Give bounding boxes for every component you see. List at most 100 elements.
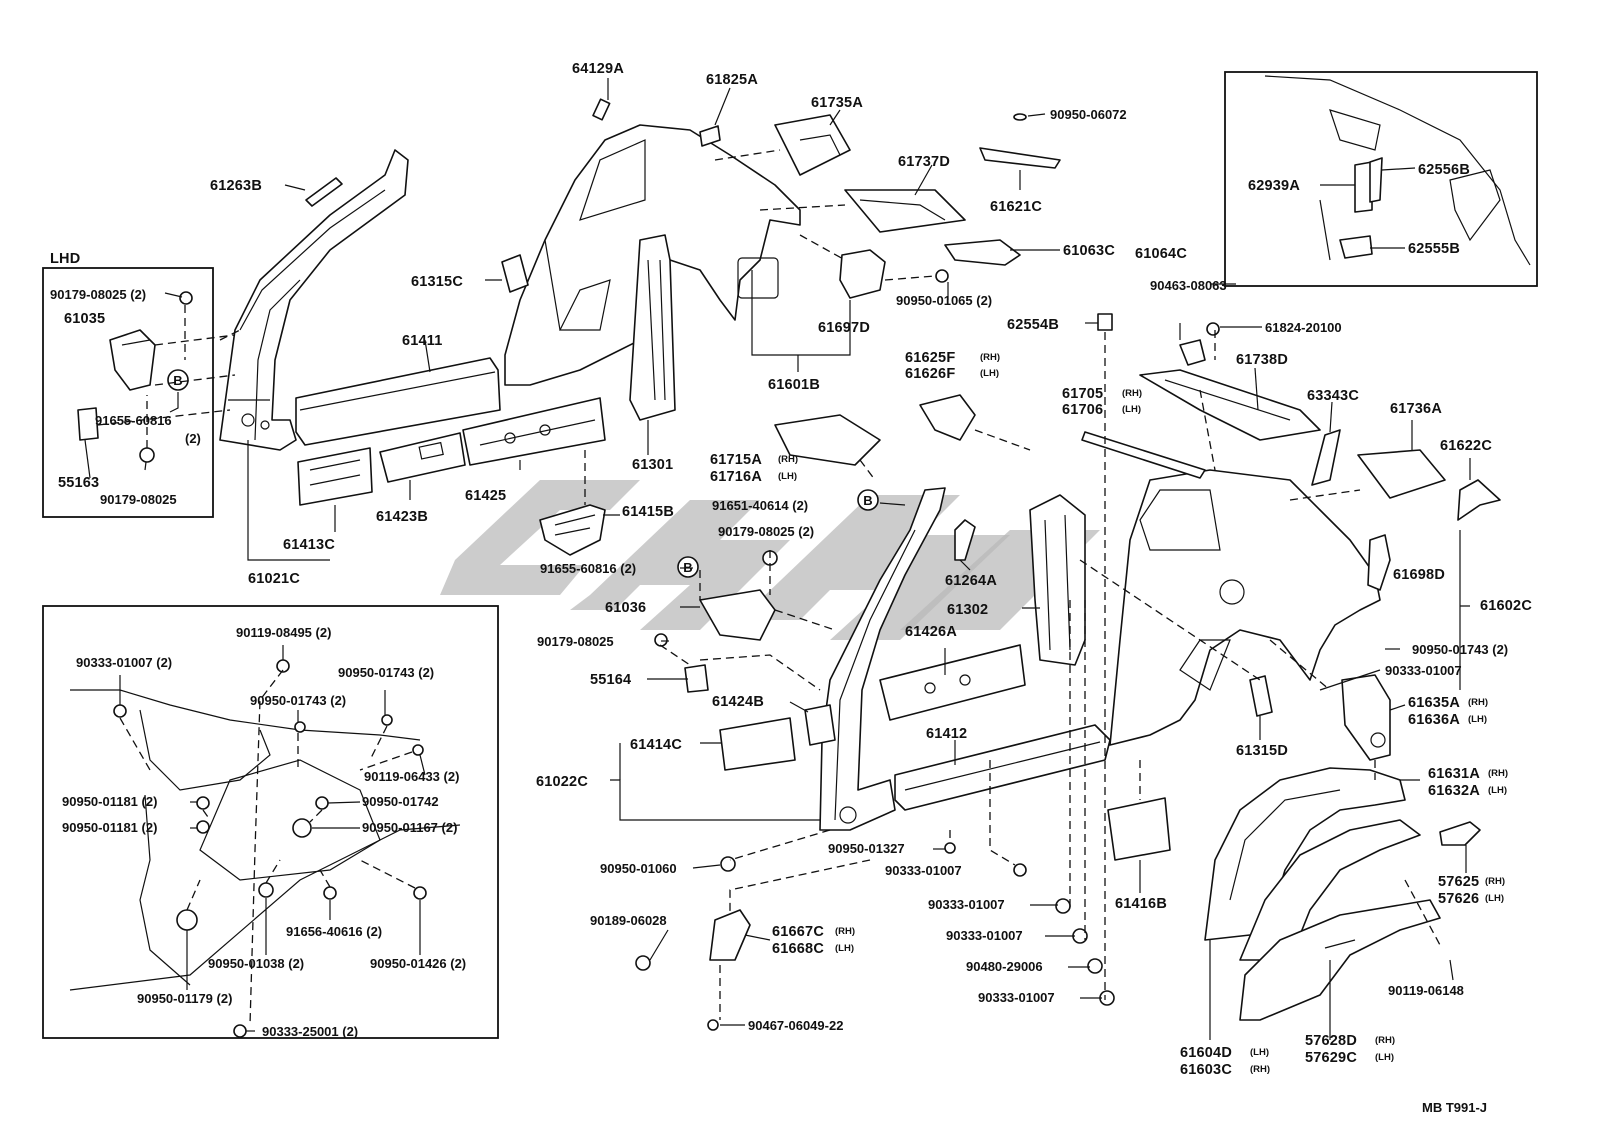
label-61716a: 61716A — [710, 469, 762, 485]
part-61825a — [699, 125, 721, 147]
label-61825a: 61825A — [706, 72, 758, 88]
label-90179-08025-2: 90179-08025 (2) — [50, 287, 146, 302]
label-90333-01007b: 90333-01007 — [928, 897, 1005, 912]
bracket-61423b — [379, 432, 466, 483]
label-61715a: 61715A — [710, 452, 762, 468]
part-61737d — [844, 189, 966, 233]
part-61622c — [1457, 479, 1501, 521]
label-61668c: 61668C — [772, 941, 824, 957]
label-lhd: LHD — [50, 251, 80, 267]
rear-quarter-panel-61602c — [1109, 469, 1381, 746]
bracket-61424b — [804, 704, 836, 746]
detail-inset-box — [42, 605, 499, 1039]
part-61625f — [919, 394, 976, 441]
label-61022c: 61022C — [536, 774, 588, 790]
tag-lh-61636a: (LH) — [1468, 714, 1487, 725]
label-61603c: 61603C — [1180, 1062, 1232, 1078]
label-in-90950-01038: 90950-01038 (2) — [208, 956, 304, 971]
bracket-61667c — [709, 909, 751, 961]
label-55164: 55164 — [590, 672, 631, 688]
tag-lh-61716a: (LH) — [778, 471, 797, 482]
label-61635a: 61635A — [1408, 695, 1460, 711]
label-61426a: 61426A — [905, 624, 957, 640]
label-61415b: 61415B — [622, 504, 674, 520]
label-55163: 55163 — [58, 475, 99, 491]
panel-61426a — [879, 644, 1026, 721]
label-61264a: 61264A — [945, 573, 997, 589]
part-61064c — [1179, 322, 1220, 366]
label-90463-08063: 90463-08063 — [1150, 278, 1227, 293]
label-90189-06028: 90189-06028 — [590, 913, 667, 928]
label-61035: 61035 — [64, 311, 105, 327]
label-62554b: 62554B — [1007, 317, 1059, 333]
part-61715a — [774, 414, 881, 466]
label-61736a: 61736A — [1390, 401, 1442, 417]
tag-rh-61631a: (RH) — [1488, 768, 1508, 779]
part-61736a — [1357, 449, 1446, 499]
label-90950-06072: 90950-06072 — [1050, 107, 1127, 122]
wheelhouse-61604d — [1239, 819, 1421, 961]
part-63343c — [1311, 429, 1341, 486]
label-61425: 61425 — [465, 488, 506, 504]
part-61063c — [944, 239, 1021, 266]
label-61706: 61706 — [1062, 402, 1103, 418]
label-91655-60816-2b: 91655-60816 (2) — [540, 561, 636, 576]
label-90467-06049-22: 90467-06049-22 — [748, 1018, 843, 1033]
label-61424b: 61424B — [712, 694, 764, 710]
tag-lh-61626f: (LH) — [980, 368, 999, 379]
label-91655-60816-qty: (2) — [185, 431, 201, 446]
part-61621c — [979, 113, 1061, 169]
label-91655-60816: 91655-60816 — [95, 413, 172, 428]
label-61302: 61302 — [947, 602, 988, 618]
label-61626f: 61626F — [905, 366, 955, 382]
label-in-91656-40616: 91656-40616 (2) — [286, 924, 382, 939]
panel-61425 — [462, 397, 606, 466]
label-61622c: 61622C — [1440, 438, 1492, 454]
part-61264a — [954, 519, 976, 561]
label-90179-08025-2b: 90179-08025 (2) — [718, 524, 814, 539]
part-61315d — [1249, 675, 1273, 717]
tag-lh-57629c: (LH) — [1375, 1052, 1394, 1063]
label-57629c: 57629C — [1305, 1050, 1357, 1066]
label-in-90950-01743b: 90950-01743 (2) — [250, 693, 346, 708]
gusset-61416b — [1107, 797, 1171, 861]
pillar-61301 — [629, 234, 676, 421]
tag-rh-61635a: (RH) — [1468, 697, 1488, 708]
label-62555b: 62555B — [1408, 241, 1460, 257]
label-in-90950-01181b: 90950-01181 (2) — [62, 820, 157, 835]
label-61411: 61411 — [402, 333, 443, 349]
rocker-61412 — [894, 724, 1111, 811]
label-90179-08025b: 90179-08025 — [537, 634, 614, 649]
bracket-61414c — [719, 717, 796, 771]
part-61697d — [839, 249, 949, 299]
rear-quarter-inset-box — [1224, 71, 1538, 287]
label-61632a: 61632A — [1428, 783, 1480, 799]
label-61021c: 61021C — [248, 571, 300, 587]
label-90950-01065: 90950-01065 (2) — [896, 293, 992, 308]
tag-rh-61625f: (RH) — [980, 352, 1000, 363]
label-in-90333-25001: 90333-25001 (2) — [262, 1024, 358, 1039]
label-90333-01007c: 90333-01007 — [946, 928, 1023, 943]
label-91651-40614: 91651-40614 (2) — [712, 498, 808, 513]
label-57626: 57626 — [1438, 891, 1479, 907]
front-pillar-assembly-61022c — [819, 487, 946, 831]
part-labels: 64129A 61825A 61735A 90950-06072 61737D … — [50, 61, 1532, 1115]
part-62554b — [1097, 313, 1113, 331]
svg-text:B: B — [863, 493, 872, 508]
label-61667c: 61667C — [772, 924, 824, 940]
label-61698d: 61698D — [1393, 567, 1445, 583]
label-61414c: 61414C — [630, 737, 682, 753]
label-61735a: 61735A — [811, 95, 863, 111]
tag-rh-61667c: (RH) — [835, 926, 855, 937]
part-61698d — [1367, 534, 1391, 591]
label-61064c: 61064C — [1135, 246, 1187, 262]
part-61705 — [1081, 431, 1206, 479]
label-61315c: 61315C — [411, 274, 463, 290]
label-61036: 61036 — [605, 600, 646, 616]
part-61738d — [1139, 369, 1321, 441]
label-90119-06148: 90119-06148 — [1388, 983, 1464, 998]
label-90950-01743-2r: 90950-01743 (2) — [1412, 642, 1508, 657]
tag-rh-57628d: (RH) — [1375, 1035, 1395, 1046]
callout-b-lhd: B — [167, 369, 189, 391]
